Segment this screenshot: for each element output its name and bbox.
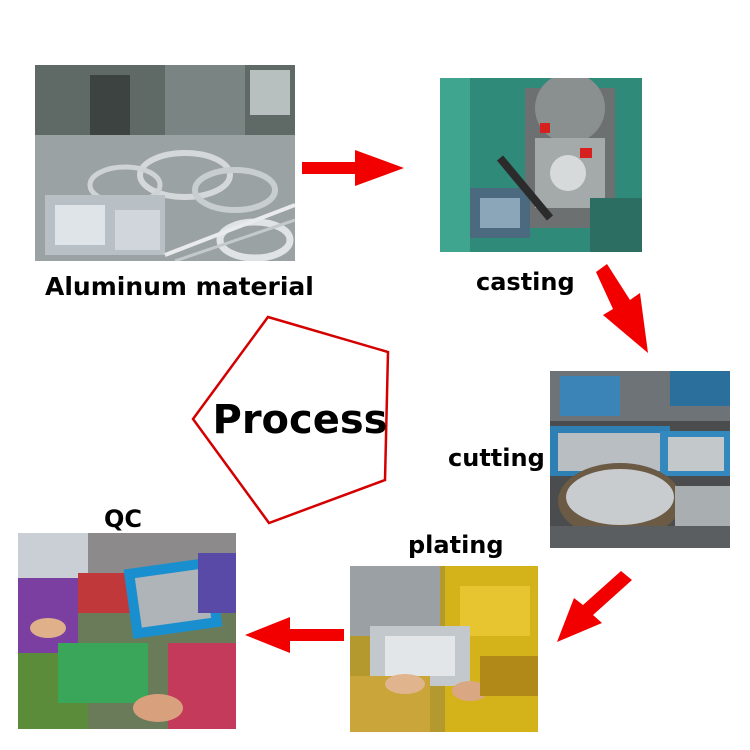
aluminum-material-photo: [35, 65, 295, 261]
step-label-aluminum-material: Aluminum material: [45, 272, 314, 301]
pentagon-outline: [191, 315, 390, 525]
center-process-label: Process: [213, 397, 388, 443]
plating-photo: [350, 566, 538, 732]
step-label-casting: casting: [476, 268, 575, 296]
arrow-to-cutting: [596, 264, 648, 353]
step-label-plating: plating: [408, 531, 504, 559]
step-label-cutting: cutting: [448, 444, 545, 472]
arrow-to-plating: [557, 571, 632, 642]
casting-photo: [440, 78, 642, 252]
arrow-to-qc: [245, 617, 344, 653]
cutting-photo: [550, 371, 730, 548]
step-label-qc: QC: [104, 505, 143, 533]
qc-photo: [18, 533, 236, 729]
arrow-to-casting: [302, 150, 404, 186]
